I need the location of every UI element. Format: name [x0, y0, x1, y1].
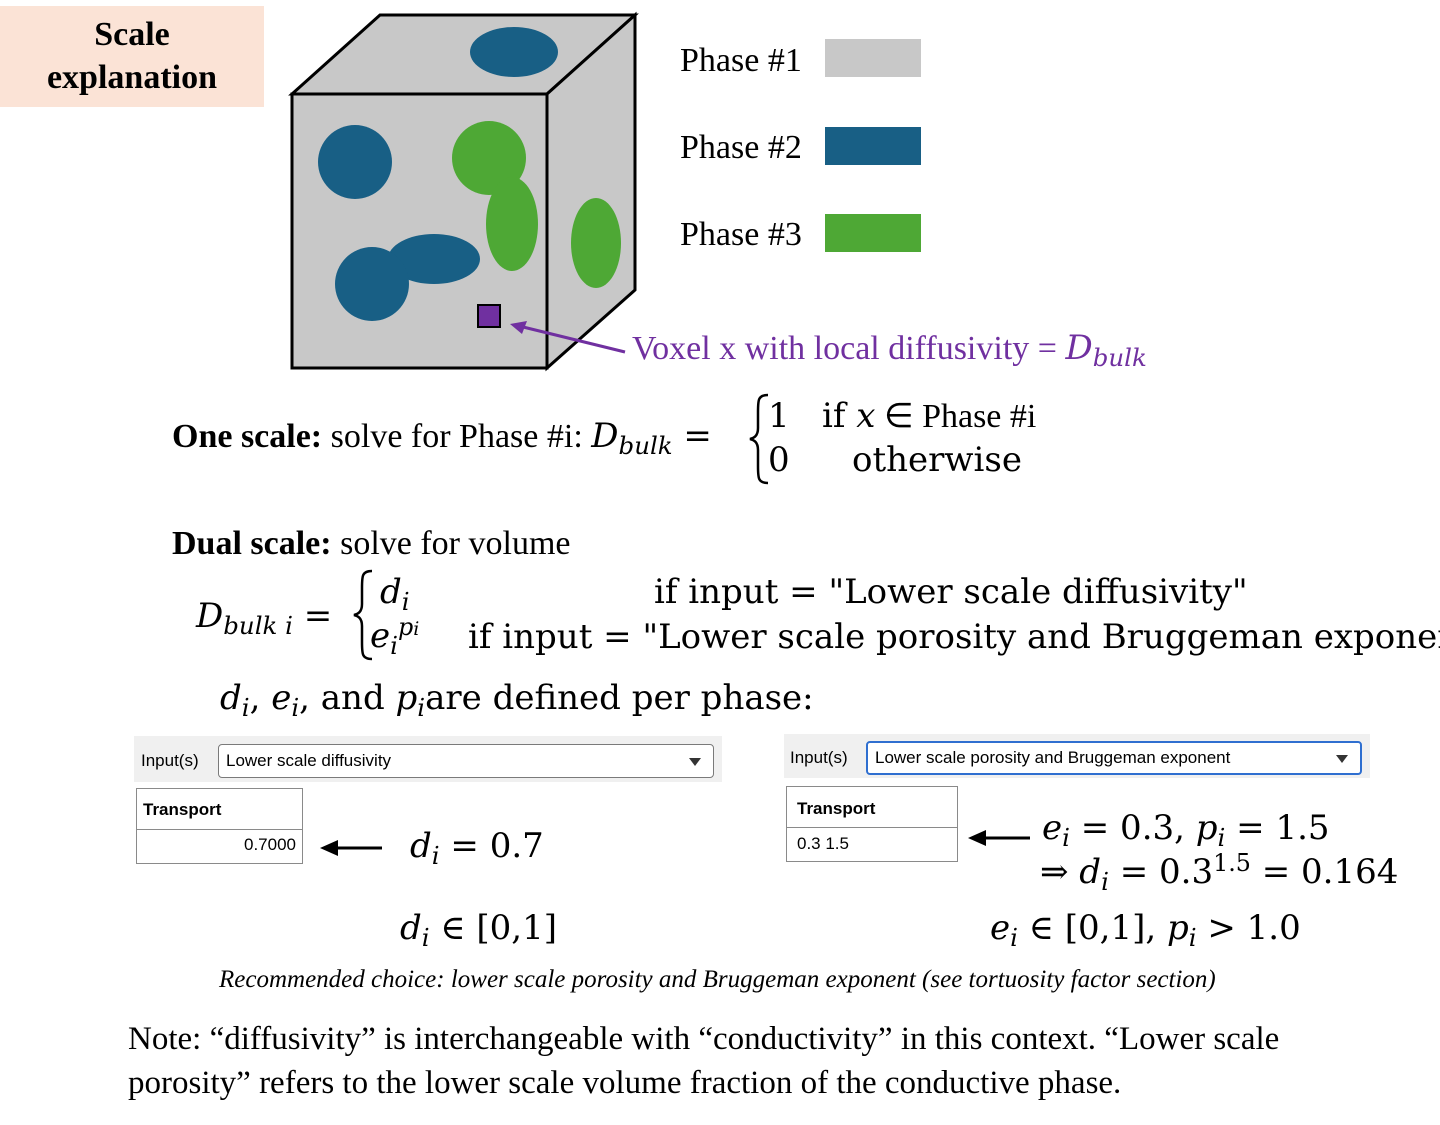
dual-case1-value: di — [380, 572, 410, 616]
one-scale-heading: One scale: — [172, 418, 323, 455]
left-input-value: Lower scale diffusivity — [226, 751, 392, 770]
dual-scale-lhs: Dbulk i = — [196, 596, 333, 640]
right-eq2-a: = 0.3 — [1119, 852, 1214, 892]
one-scale-case2-cond: otherwise — [852, 440, 1022, 480]
chevron-down-icon — [1336, 755, 1348, 763]
one-scale-case1-value: 1 — [768, 396, 790, 436]
right-equation2: ⇒ di = 0.31.5 = 0.164 — [1040, 849, 1399, 896]
defined-per-phase: di, ei, and piare defined per phase: — [220, 678, 814, 722]
legend-swatch-phase3 — [825, 214, 921, 252]
phase3-particle — [486, 177, 538, 271]
dual-scale-brace — [353, 569, 373, 661]
one-scale-brace — [749, 393, 769, 485]
dual-lhs-sub: bulk i — [223, 610, 293, 640]
legend-label-phase3: Phase #3 — [680, 216, 802, 253]
phase3-particle — [571, 198, 621, 288]
right-input-select[interactable]: Lower scale porosity and Bruggeman expon… — [866, 741, 1362, 775]
right-equation1: ei = 0.3, pi = 1.5 — [1042, 808, 1330, 852]
right-table-header: Transport — [797, 799, 876, 818]
title-line1: Scale — [94, 16, 170, 53]
right-eq1-a: = 0.3, — [1080, 808, 1185, 848]
case1-if: if — [822, 396, 857, 436]
dual-case2-value: eipi — [370, 613, 420, 660]
recommended-choice: Recommended choice: lower scale porosity… — [219, 966, 1216, 993]
phase2-particle — [335, 247, 409, 321]
dual-scale-text: solve for volume — [331, 525, 571, 562]
voxel-square — [477, 304, 501, 328]
dual-scale-line: Dual scale: solve for volume — [172, 525, 571, 563]
right-input-label: Input(s) — [790, 748, 848, 767]
legend-swatch-phase1 — [825, 39, 921, 77]
left-table-header: Transport — [143, 800, 222, 819]
dual-scale-heading: Dual scale: — [172, 525, 332, 562]
left-table-value[interactable]: 0.7000 — [244, 835, 296, 854]
legend-swatch-phase2 — [825, 127, 921, 165]
cube-illustration — [288, 11, 639, 372]
right-transport-table: Transport 0.3 1.5 — [786, 786, 958, 862]
right-eq1-b: = 1.5 — [1236, 808, 1330, 848]
voxel-arrow — [510, 321, 626, 354]
dual-case2-cond: if input = "Lower scale porosity and Bru… — [468, 617, 1440, 657]
left-arrow-icon — [320, 840, 382, 856]
title-box: Scale explanation — [0, 6, 264, 107]
one-scale-text: solve for Phase #i: — [322, 418, 592, 455]
note-line2: porosity” refers to the lower scale volu… — [128, 1065, 1122, 1101]
left-range: di ∈ [0,1] — [400, 908, 557, 952]
one-scale-line: One scale: solve for Phase #i: Dbulk = — [172, 416, 712, 460]
left-transport-table: Transport 0.7000 — [136, 788, 303, 864]
dual-case1-cond: if input = "Lower scale diffusivity" — [654, 572, 1248, 612]
note-line1: Note: “diffusivity” is interchangeable w… — [128, 1021, 1280, 1057]
right-input-value: Lower scale porosity and Bruggeman expon… — [875, 748, 1231, 767]
one-scale-case1-cond: if x ∈ Phase #i — [822, 396, 1036, 436]
legend-label-phase1: Phase #1 — [680, 42, 802, 79]
case1-rest: ∈ Phase #i — [875, 398, 1037, 435]
right-table-value[interactable]: 0.3 1.5 — [797, 834, 849, 853]
case1-var: x — [856, 396, 876, 436]
right-range: ei ∈ [0,1], pi > 1.0 — [990, 908, 1301, 952]
defined-text: are defined per phase: — [425, 678, 814, 718]
phase2-particle — [318, 125, 392, 199]
right-range-a: ∈ [0,1], — [1028, 908, 1157, 948]
right-eq2-exp: 1.5 — [1213, 849, 1251, 878]
right-range-b: > 1.0 — [1207, 908, 1301, 948]
chevron-down-icon — [689, 758, 701, 766]
left-equation: di = 0.7 — [410, 826, 544, 870]
phase2-particle — [470, 27, 558, 77]
right-arrow-icon — [968, 830, 1030, 846]
voxel-subscript: bulk — [1092, 342, 1147, 372]
title-line2: explanation — [46, 59, 218, 96]
left-equation-value: = 0.7 — [450, 826, 544, 866]
phase3-particle — [452, 121, 526, 195]
right-eq2-b: = 0.164 — [1250, 852, 1399, 892]
voxel-label-text: Voxel x with local diffusivity = — [632, 330, 1066, 367]
left-input-label: Input(s) — [141, 751, 199, 770]
voxel-symbol: D — [1065, 328, 1093, 368]
phase2-particle — [388, 234, 480, 284]
left-range-value: ∈ [0,1] — [440, 908, 557, 948]
left-input-select[interactable]: Lower scale diffusivity — [218, 744, 714, 778]
voxel-label: Voxel x with local diffusivity = Dbulk — [632, 328, 1147, 372]
one-scale-case2-value: 0 — [768, 440, 790, 480]
legend-label-phase2: Phase #2 — [680, 129, 802, 166]
